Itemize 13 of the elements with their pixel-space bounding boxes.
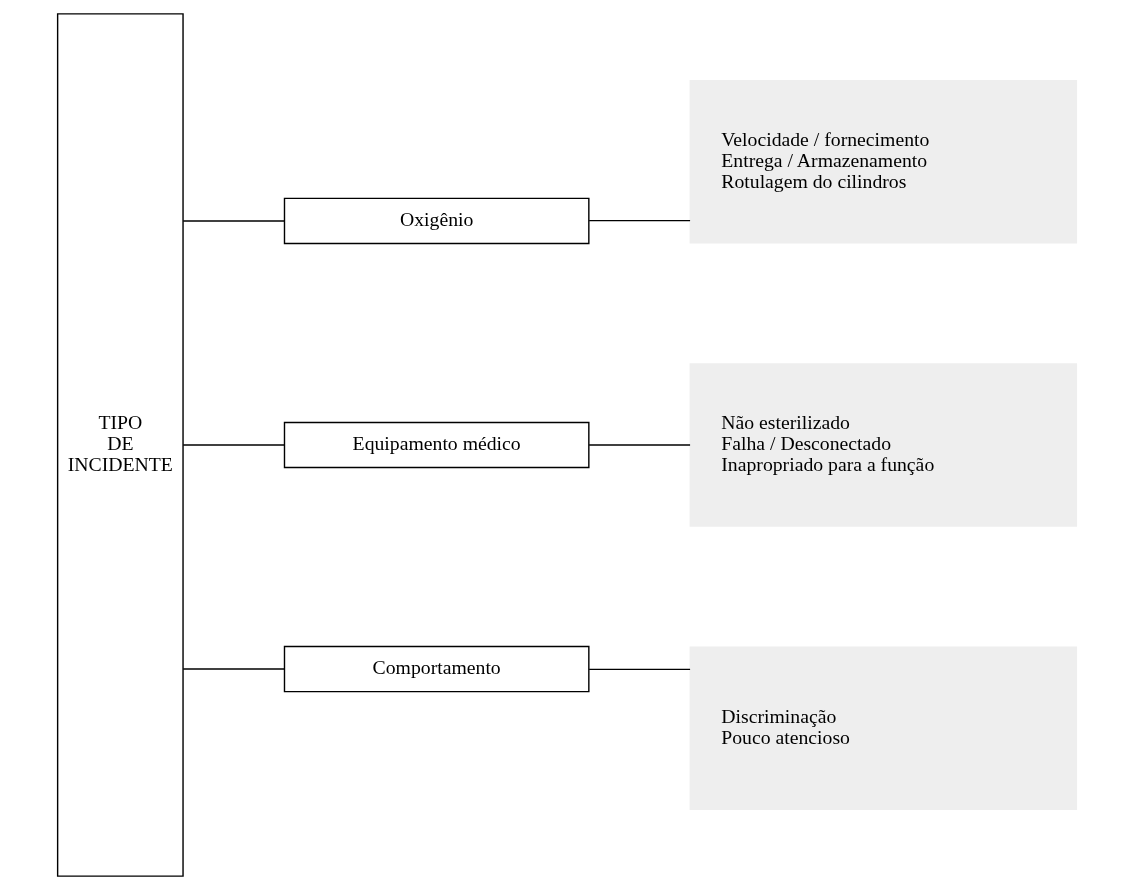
connector <box>182 220 285 222</box>
node-box: Oxigênio <box>283 197 590 245</box>
node-box: TIPO DE INCIDENTE <box>56 13 184 877</box>
connector <box>588 668 691 671</box>
connector <box>588 219 691 222</box>
connector <box>182 668 285 670</box>
node-box: Comportamento <box>283 645 590 693</box>
connector <box>182 444 285 446</box>
node-box: Velocidade / fornecimento Entrega / Armazenamento Rotulagem do cilindros <box>689 80 1078 244</box>
node-box: Discriminação Pouco atencioso <box>689 646 1078 810</box>
connector <box>588 444 691 446</box>
node-box: Não esterilizado Falha / Desconectado Inapropriado para a função <box>689 363 1078 527</box>
node-box: Equipamento médico <box>283 421 590 469</box>
